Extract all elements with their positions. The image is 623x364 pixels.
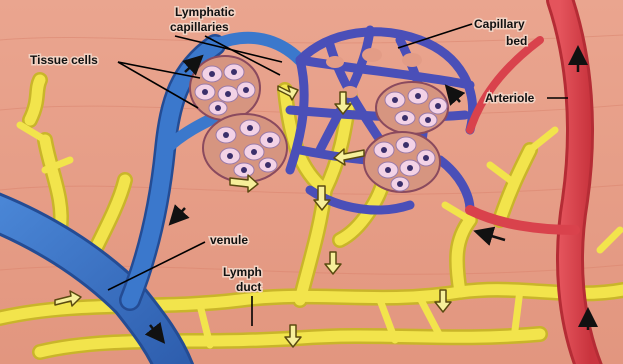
tissue-cells-label: Tissue cells: [30, 53, 98, 67]
cell-cluster-lower-left: [203, 114, 287, 182]
cell-cluster-lower-right: [364, 132, 440, 192]
lymphatic-capillaries-label-line2: capillaries: [170, 20, 229, 34]
capillary-bed-label-line1: Capillary: [474, 17, 525, 31]
capillary-bed-label-line2: bed: [506, 34, 527, 48]
venule-label: venule: [210, 233, 248, 247]
lymph-duct-label-line1: Lymph: [223, 265, 262, 279]
lymph-duct-label-line2: duct: [236, 280, 261, 294]
arteriole-label: Arteriole: [485, 91, 535, 105]
cell-cluster-upper-right: [376, 82, 448, 134]
cell-cluster-upper-left: [190, 56, 260, 120]
lymphatic-capillaries-label-line1: Lymphatic: [175, 5, 235, 19]
